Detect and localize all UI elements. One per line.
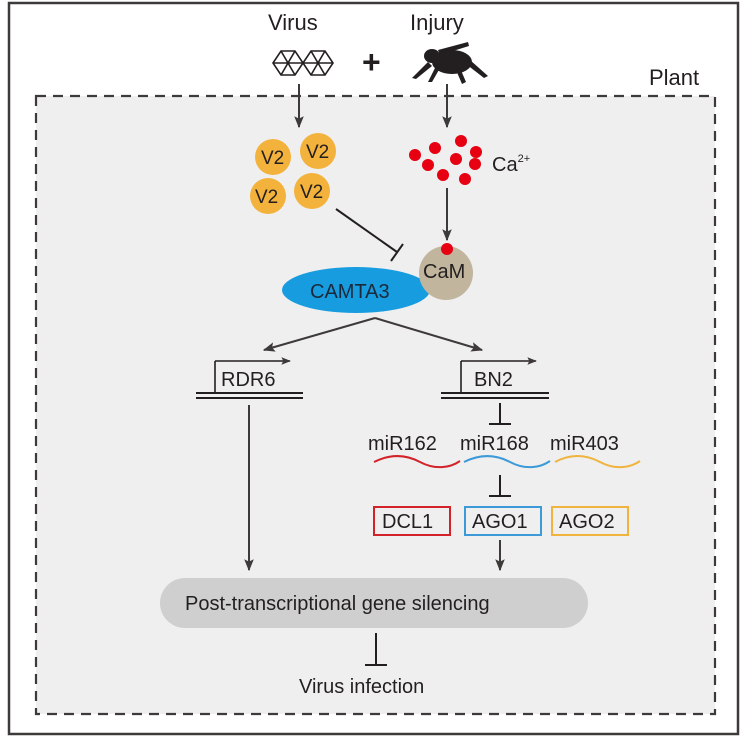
rdr6-label: RDR6: [221, 369, 276, 391]
cam-protein: [419, 246, 473, 300]
calcium-label: Ca2+: [492, 153, 531, 176]
virus-capsid-icon: [272, 50, 334, 76]
virus-label: Virus: [268, 10, 318, 35]
v2-inhibition: [335, 208, 404, 262]
calcium-charge: 2+: [517, 153, 531, 165]
mir168-inhibition: [489, 475, 511, 497]
mir403-label: miR403: [550, 433, 619, 455]
dcl1-box: [373, 506, 451, 536]
calcium-symbol: Ca: [492, 154, 518, 176]
branch-arrow-bn2: [374, 317, 484, 352]
camta3-protein: [282, 267, 430, 313]
v2-protein: [250, 178, 286, 214]
cam-label: CaM: [423, 261, 466, 283]
mir162-label: miR162: [368, 433, 437, 455]
ptgs-label: Post-transcriptional gene silencing: [185, 593, 490, 615]
ptgs-inhibition: [365, 633, 387, 666]
plus-sign: +: [362, 44, 381, 80]
ago1-box: [464, 506, 542, 536]
ago1-label: AGO1: [472, 511, 528, 533]
v2-protein: [294, 173, 330, 209]
v2-protein: [255, 139, 291, 175]
dcl1-label: DCL1: [382, 511, 434, 533]
v2-label: V2: [300, 182, 324, 203]
rdr6-gene: [196, 357, 303, 399]
ago2-label: AGO2: [559, 511, 615, 533]
v2-label: V2: [261, 148, 285, 169]
insect-icon: [412, 42, 488, 84]
ago2-box: [551, 506, 629, 536]
v2-protein: [300, 133, 336, 169]
mir168-label: miR168: [460, 433, 529, 455]
mir162-squiggle: [373, 455, 461, 469]
mir403-squiggle: [554, 455, 641, 469]
calcium-ions: [409, 135, 482, 185]
bn2-gene: [441, 357, 549, 399]
injury-label: Injury: [410, 10, 464, 35]
mir168-squiggle: [463, 455, 551, 469]
v2-label: V2: [255, 187, 279, 208]
v2-label: V2: [306, 142, 330, 163]
plant-label: Plant: [649, 65, 700, 90]
camta3-label: CAMTA3: [310, 281, 390, 303]
bn2-inhibition: [489, 403, 511, 425]
ptgs-pill: [160, 578, 588, 628]
bn2-label: BN2: [474, 369, 513, 391]
virus-infection-label: Virus infection: [299, 676, 425, 698]
v2-cluster: [250, 133, 336, 214]
bound-calcium-icon: [441, 243, 453, 255]
branch-arrow-rdr6: [262, 317, 376, 352]
